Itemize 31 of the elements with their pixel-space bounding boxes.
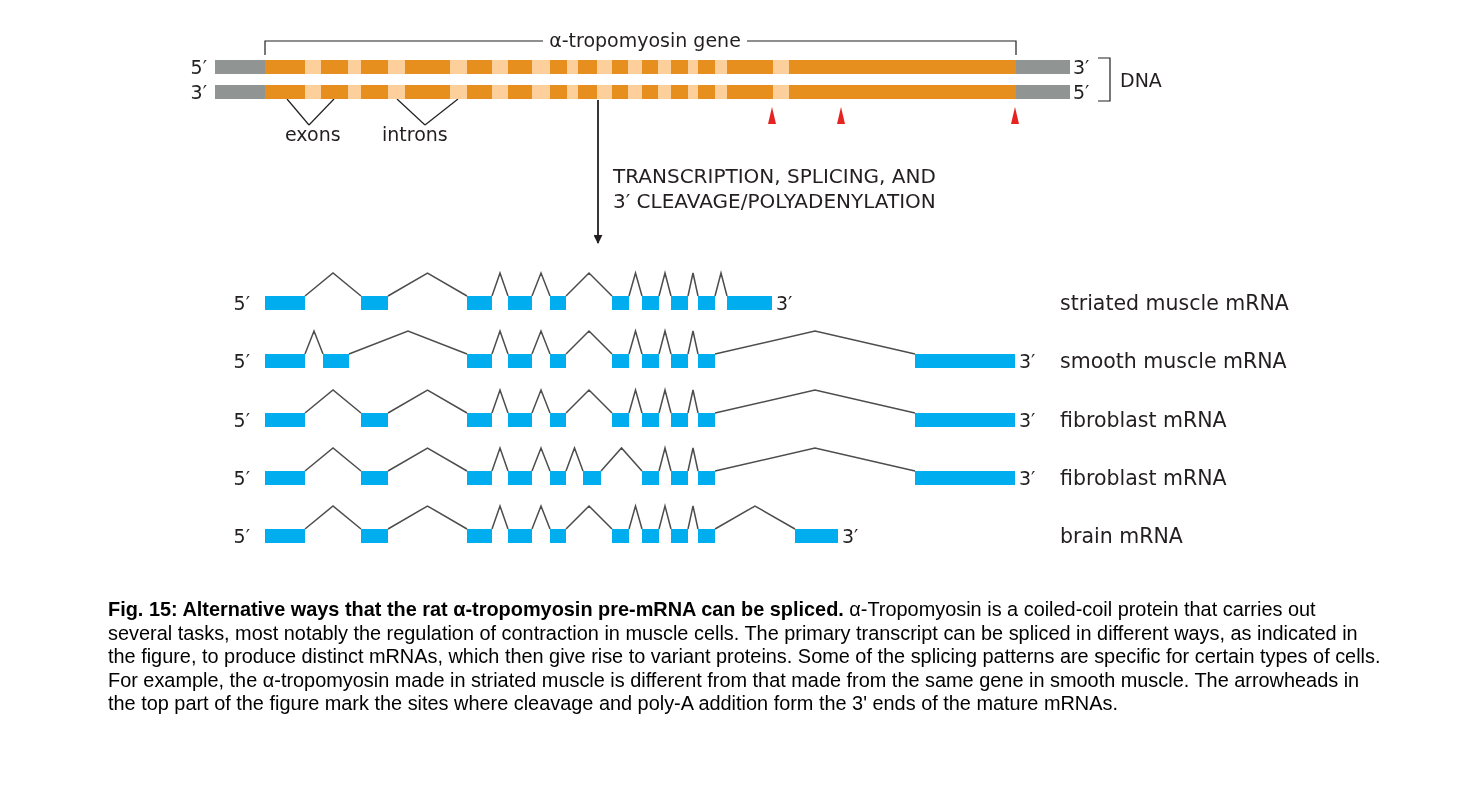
- strand-end-label: 3′: [842, 525, 859, 547]
- leader-line: [286, 98, 310, 126]
- strand-end-label: 5′: [1073, 81, 1090, 103]
- mrna-name-label: fibroblast mRNA: [1060, 408, 1227, 432]
- leader-line: [424, 98, 459, 126]
- strand-end-label: 5′: [190, 56, 207, 78]
- gene-label: α-tropomyosin gene: [543, 29, 747, 51]
- dna-double-strand-drawing: [215, 60, 1070, 99]
- strand-end-label: 3′: [1073, 56, 1090, 78]
- mrna-name-label: smooth muscle mRNA: [1060, 349, 1287, 373]
- molecule-label: DNA: [1120, 69, 1162, 91]
- strand-end-label: 5′: [233, 525, 250, 547]
- part-label: introns: [382, 124, 448, 145]
- strand-end-label: 3′: [1019, 467, 1036, 489]
- strand-end-label: 3′: [776, 292, 793, 314]
- strand-end-label: 5′: [233, 350, 250, 372]
- mrna-name-label: striated muscle mRNA: [1060, 291, 1289, 315]
- mrna-name-label: fibroblast mRNA: [1060, 466, 1227, 490]
- part-label: exons: [285, 124, 341, 145]
- mrna-name-label: brain mRNA: [1060, 524, 1183, 548]
- strand-end-label: 5′: [233, 409, 250, 431]
- strand-end-label: 5′: [233, 292, 250, 314]
- strand-end-label: 5′: [233, 467, 250, 489]
- leader-line: [396, 98, 426, 126]
- strand-end-label: 3′: [1019, 350, 1036, 372]
- edge-label: TRANSCRIPTION, SPLICING, AND 3′ CLEAVAGE/POLYADENYLATION: [613, 164, 937, 214]
- strand-end-label: 3′: [190, 81, 207, 103]
- leader-line: [308, 98, 335, 126]
- figure-caption: Fig. 15: Alternative ways that the rat α-tropomyosin pre-mRNA can be spliced. α-Tropomyosin is a coiled-coil protein that carries out several tasks, most notably the regulation of contraction in muscle cells. The primary transcript can be spliced in different ways, as indicated in the figure, to produce distinct mRNAs, which then give rise to variant proteins. Some of the splicing patterns are specific for certain types of cells. For example, the α-tropomyosin made in striated muscle is different from that made from the same gene in smooth muscle. The arrowheads in the top part of the figure mark the sites where cleavage and poly-A addition form the 3' ends of the mature mRNAs.: [108, 598, 1382, 716]
- arrow: [593, 99, 603, 244]
- strand-end-label: 3′: [1019, 409, 1036, 431]
